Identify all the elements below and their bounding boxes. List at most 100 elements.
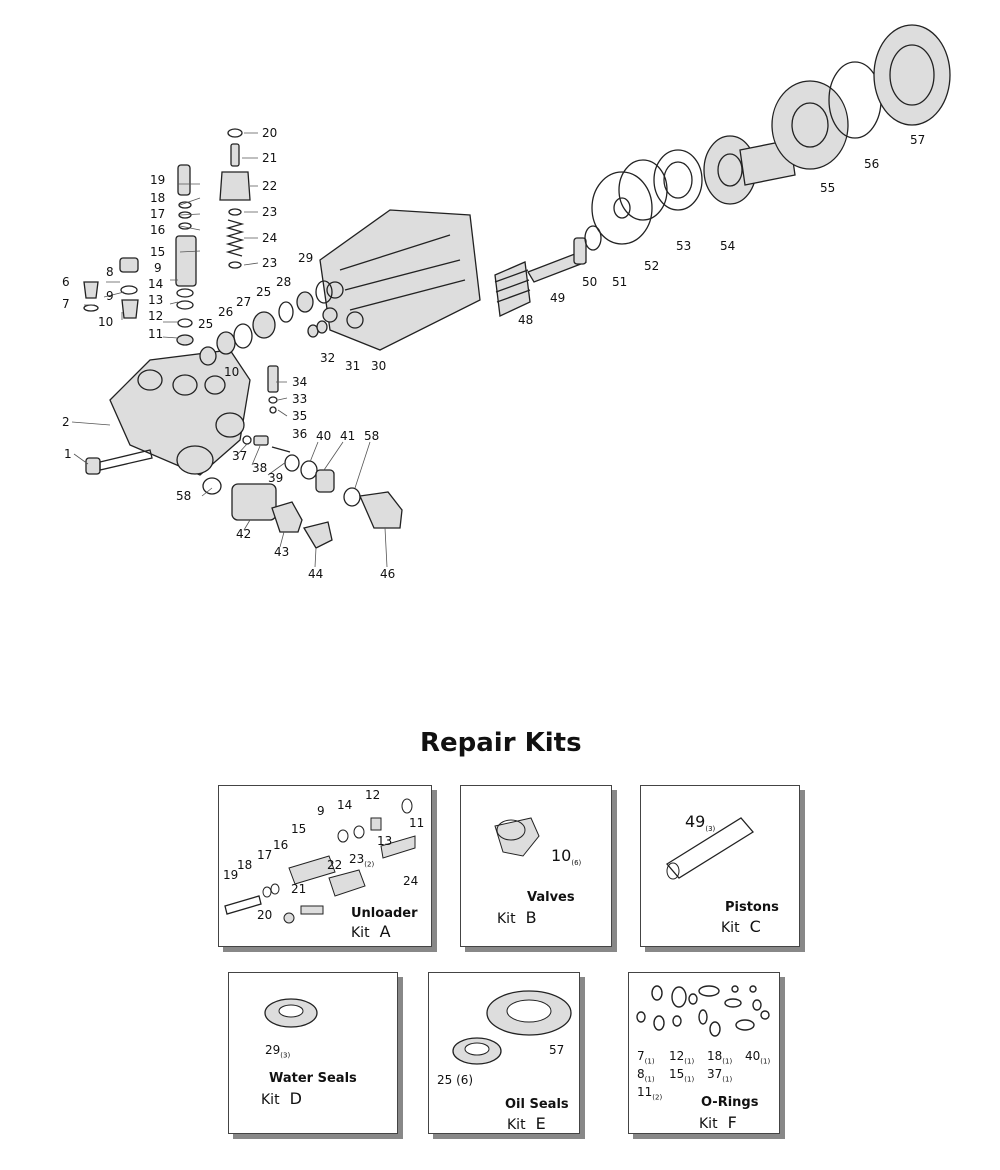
o-ring-part: 15 xyxy=(669,1067,685,1081)
callout-11: 11 xyxy=(148,327,163,341)
callout-51: 51 xyxy=(612,275,627,289)
oil-seals-kit-name: Oil Seals xyxy=(505,1097,569,1112)
valves-part-10: 10(6) xyxy=(551,846,581,867)
kit-letter-c: C xyxy=(749,917,761,936)
water-seals-part-number: 29 xyxy=(265,1043,281,1057)
o-ring-18: 18(1) xyxy=(707,1049,732,1065)
kit-word: Kit xyxy=(497,911,516,927)
o-ring-part: 12 xyxy=(669,1049,685,1063)
callout-41: 41 xyxy=(340,429,355,443)
oil-seal-illustration xyxy=(452,990,572,1065)
kit-word: Kit xyxy=(351,925,370,941)
exploded-pump-diagram: 1 2 6 7 8 9 10 9 14 13 12 11 19 18 17 16… xyxy=(62,24,951,581)
o-ring-part: 40 xyxy=(745,1049,761,1063)
unloader-part-17: 17 xyxy=(257,848,273,862)
bolt-part xyxy=(85,449,153,475)
callout-23: 23 xyxy=(262,256,277,270)
callout-23: 23 xyxy=(262,205,277,219)
pistons-kit-name: Pistons xyxy=(725,900,779,915)
unloader-part-9: 9 xyxy=(317,804,325,818)
kit-letter-f: F xyxy=(727,1113,737,1132)
valve-illustration xyxy=(494,817,540,857)
pistons-part-qty: (3) xyxy=(705,825,716,834)
o-ring-qty: (1) xyxy=(644,1057,655,1066)
o-ring-15: 15(1) xyxy=(669,1067,694,1083)
callout-35: 35 xyxy=(292,409,307,423)
callout-8: 8 xyxy=(106,265,114,279)
unloader-part-15: 15 xyxy=(291,822,307,836)
pistons-part-number: 49 xyxy=(685,812,706,831)
callout-2: 2 xyxy=(62,415,70,429)
seal-row xyxy=(199,280,333,366)
repair-kits-title: Repair Kits xyxy=(420,728,582,758)
unloader-stack xyxy=(83,128,251,346)
callout-33: 33 xyxy=(292,392,307,406)
unloader-part-23-qty: (2) xyxy=(364,860,375,869)
callout-40: 40 xyxy=(316,429,331,443)
o-ring-part: 11 xyxy=(637,1085,653,1099)
kit-letter-a: A xyxy=(379,922,391,941)
callout-55: 55 xyxy=(820,181,835,195)
kit-letter-b: B xyxy=(525,908,537,927)
unloader-kit-illustration xyxy=(224,798,416,924)
oil-seals-part-57: 57 xyxy=(549,1043,565,1057)
callout-32: 32 xyxy=(320,351,335,365)
unloader-part-24: 24 xyxy=(403,874,419,888)
valves-kit-label: Kit B xyxy=(497,908,537,927)
callout-18: 18 xyxy=(150,191,165,205)
oil-seals-kit-label: Kit E xyxy=(507,1114,546,1133)
kit-word: Kit xyxy=(507,1117,526,1133)
callout-58: 58 xyxy=(176,489,191,503)
unloader-part-11: 11 xyxy=(409,816,425,830)
callout-10: 10 xyxy=(98,315,113,329)
callout-43: 43 xyxy=(274,545,289,559)
callout-26: 26 xyxy=(218,305,233,319)
unloader-part-21: 21 xyxy=(291,882,307,896)
o-ring-qty: (1) xyxy=(684,1057,695,1066)
drive-parts xyxy=(494,24,951,317)
callout-52: 52 xyxy=(644,259,659,273)
o-ring-7: 7(1) xyxy=(637,1049,655,1065)
o-ring-qty: (1) xyxy=(684,1075,695,1084)
unloader-kit-name: Unloader xyxy=(351,906,418,921)
o-ring-qty: (1) xyxy=(722,1057,733,1066)
callout-34: 34 xyxy=(292,375,307,389)
pistons-part-49: 49(3) xyxy=(685,812,715,833)
valves-part-qty: (6) xyxy=(571,859,582,868)
unloader-kit-label: Kit A xyxy=(351,922,391,941)
oil-seals-part-25-number: 25 xyxy=(437,1073,453,1087)
pistons-kit-label: Kit C xyxy=(721,917,761,936)
callout-50: 50 xyxy=(582,275,597,289)
o-ring-part: 18 xyxy=(707,1049,723,1063)
callout-10: 10 xyxy=(224,365,239,379)
unloader-part-19: 19 xyxy=(223,868,239,882)
part-callouts: 1 2 6 7 8 9 10 9 14 13 12 11 19 18 17 16… xyxy=(62,126,925,581)
unloader-part-22: 22 xyxy=(327,858,343,872)
unloader-part-18: 18 xyxy=(237,858,253,872)
crankcase xyxy=(319,209,481,351)
lower-fittings xyxy=(202,365,403,549)
callout-29: 29 xyxy=(298,251,313,265)
callout-9: 9 xyxy=(154,261,162,275)
kit-word: Kit xyxy=(721,920,740,936)
piston-illustration xyxy=(666,817,754,880)
kit-letter-e: E xyxy=(535,1114,546,1133)
callout-16: 16 xyxy=(150,223,165,237)
callout-37: 37 xyxy=(232,449,247,463)
kit-c-pistons: 49(3) Pistons Kit C xyxy=(640,785,800,947)
unloader-part-20: 20 xyxy=(257,908,273,922)
manifold-body xyxy=(109,349,251,476)
unloader-part-23-number: 23 xyxy=(349,852,365,866)
callout-25: 25 xyxy=(256,285,271,299)
o-ring-part: 7 xyxy=(637,1049,645,1063)
o-ring-qty: (1) xyxy=(760,1057,771,1066)
leader-lines xyxy=(71,132,388,568)
callout-49: 49 xyxy=(550,291,565,305)
o-ring-40: 40(1) xyxy=(745,1049,770,1065)
callout-19: 19 xyxy=(150,173,165,187)
